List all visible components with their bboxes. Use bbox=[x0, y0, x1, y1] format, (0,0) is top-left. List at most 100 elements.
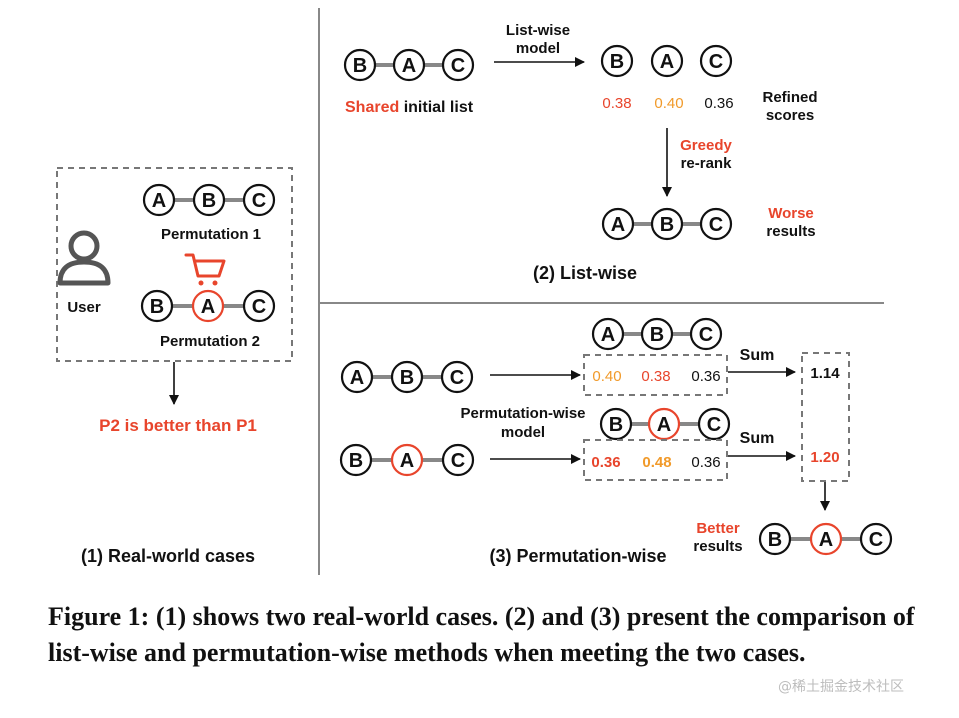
svg-text:C: C bbox=[451, 450, 465, 472]
perm2-node-3: C bbox=[242, 289, 276, 323]
lw-input-node-1: B bbox=[343, 48, 377, 82]
lw-model-label-2: model bbox=[516, 40, 560, 57]
svg-text:A: A bbox=[400, 450, 414, 472]
rerank-label: re-rank bbox=[681, 155, 733, 172]
pw-top-score-2: 0.38 bbox=[641, 368, 670, 385]
svg-text:C: C bbox=[451, 55, 465, 77]
sum-box bbox=[801, 352, 850, 482]
svg-text:B: B bbox=[400, 367, 414, 389]
lw-input-node-2: A bbox=[392, 48, 426, 82]
pw-input1-node-1: A bbox=[340, 360, 374, 394]
pw-model-label-1: Permutation-wise bbox=[460, 405, 585, 422]
panel-list-wise: B A C Shared initial list List-wise mode… bbox=[343, 22, 818, 283]
lw-rerank-node-2: B bbox=[650, 207, 684, 241]
sum-value-2: 1.20 bbox=[810, 449, 839, 466]
perm1-node-1: A bbox=[142, 183, 176, 217]
svg-text:C: C bbox=[869, 529, 883, 551]
svg-text:C: C bbox=[709, 214, 723, 236]
svg-text:B: B bbox=[353, 55, 367, 77]
svg-text:B: B bbox=[610, 51, 624, 73]
worse-label: Worse bbox=[768, 205, 814, 222]
watermark-text: @稀土掘金技术社区 bbox=[778, 679, 904, 695]
pw-input1-node-2: B bbox=[390, 360, 424, 394]
lw-rerank-node-1: A bbox=[601, 207, 635, 241]
perm2-node-1: B bbox=[140, 289, 174, 323]
pw-bottom-score-2: 0.48 bbox=[642, 454, 671, 471]
better-results-label: results bbox=[693, 538, 742, 555]
pw-result-node-2: A bbox=[809, 522, 843, 556]
perm1-node-3: C bbox=[242, 183, 276, 217]
svg-text:A: A bbox=[657, 414, 671, 436]
svg-text:A: A bbox=[819, 529, 833, 551]
pw-result-node-1: B bbox=[758, 522, 792, 556]
pw-result-node-3: C bbox=[859, 522, 893, 556]
perm1-node-2: B bbox=[192, 183, 226, 217]
svg-text:A: A bbox=[611, 214, 625, 236]
bottom-scores-box bbox=[583, 439, 728, 481]
panel1-title: (1) Real-world cases bbox=[81, 546, 255, 566]
svg-text:B: B bbox=[202, 190, 216, 212]
svg-text:B: B bbox=[768, 529, 782, 551]
svg-text:B: B bbox=[609, 414, 623, 436]
lw-rerank-node-3: C bbox=[699, 207, 733, 241]
cases-box bbox=[56, 167, 293, 362]
pw-input2-node-2: A bbox=[390, 443, 424, 477]
sum-value-1: 1.14 bbox=[810, 365, 840, 382]
svg-text:C: C bbox=[252, 190, 266, 212]
pw-input2-node-3: C bbox=[441, 443, 475, 477]
pw-top-node-1: A bbox=[591, 317, 625, 351]
pw-top-score-1: 0.40 bbox=[592, 368, 621, 385]
svg-text:A: A bbox=[152, 190, 166, 212]
lw-score-2: 0.40 bbox=[654, 95, 683, 112]
perm2-node-2: A bbox=[191, 289, 225, 323]
refined-scores-label-2: scores bbox=[766, 107, 814, 124]
svg-text:A: A bbox=[201, 296, 215, 318]
figure-caption: Figure 1: (1) shows two real-world cases… bbox=[48, 602, 915, 667]
svg-text:C: C bbox=[707, 414, 721, 436]
svg-text:B: B bbox=[650, 324, 664, 346]
svg-text:C: C bbox=[709, 51, 723, 73]
lw-scored-node-1: B bbox=[600, 44, 634, 78]
svg-text:C: C bbox=[699, 324, 713, 346]
pw-top-node-3: C bbox=[689, 317, 723, 351]
panel-permutation-wise: A B C B A C Permutation-wise model A B C… bbox=[339, 317, 893, 566]
lw-score-3: 0.36 bbox=[704, 95, 733, 112]
svg-text:C: C bbox=[450, 367, 464, 389]
conclusion-text: P2 is better than P1 bbox=[99, 416, 257, 435]
top-scores-box bbox=[583, 354, 728, 396]
svg-text:A: A bbox=[601, 324, 615, 346]
lw-model-label-1: List-wise bbox=[506, 22, 570, 39]
pw-bottom-score-1: 0.36 bbox=[591, 454, 620, 471]
permutation-2-label: Permutation 2 bbox=[160, 333, 260, 350]
permutation-1-label: Permutation 1 bbox=[161, 226, 261, 243]
svg-text:A: A bbox=[660, 51, 674, 73]
svg-text:B: B bbox=[660, 214, 674, 236]
pw-mid-node-3: C bbox=[697, 407, 731, 441]
pw-input1-node-3: C bbox=[440, 360, 474, 394]
pw-input2-node-1: B bbox=[339, 443, 373, 477]
lw-scored-node-2: A bbox=[650, 44, 684, 78]
pw-mid-node-2: A bbox=[647, 407, 681, 441]
svg-text:B: B bbox=[150, 296, 164, 318]
user-icon bbox=[57, 230, 111, 286]
pw-model-label-2: model bbox=[501, 424, 545, 441]
user-label: User bbox=[67, 299, 101, 316]
panel2-title: (2) List-wise bbox=[533, 263, 637, 283]
greedy-label: Greedy bbox=[680, 137, 732, 154]
svg-text:C: C bbox=[252, 296, 266, 318]
svg-text:A: A bbox=[350, 367, 364, 389]
sum-label-2: Sum bbox=[740, 430, 775, 447]
worse-results-label: results bbox=[766, 223, 815, 240]
refined-scores-label-1: Refined bbox=[762, 89, 817, 106]
lw-score-1: 0.38 bbox=[602, 95, 631, 112]
panel-real-world-cases: User A B C Permutation 1 B A C Permutati… bbox=[56, 167, 293, 566]
shared-initial-list-label: Shared initial list bbox=[345, 99, 474, 116]
better-label: Better bbox=[696, 520, 740, 537]
pw-top-node-2: B bbox=[640, 317, 674, 351]
panel3-title: (3) Permutation-wise bbox=[489, 546, 666, 566]
pw-bottom-score-3: 0.36 bbox=[691, 454, 720, 471]
figure-diagram: User A B C Permutation 1 B A C Permutati… bbox=[56, 8, 893, 575]
shopping-cart-icon bbox=[184, 253, 226, 286]
svg-text:B: B bbox=[349, 450, 363, 472]
pw-top-score-3: 0.36 bbox=[691, 368, 720, 385]
